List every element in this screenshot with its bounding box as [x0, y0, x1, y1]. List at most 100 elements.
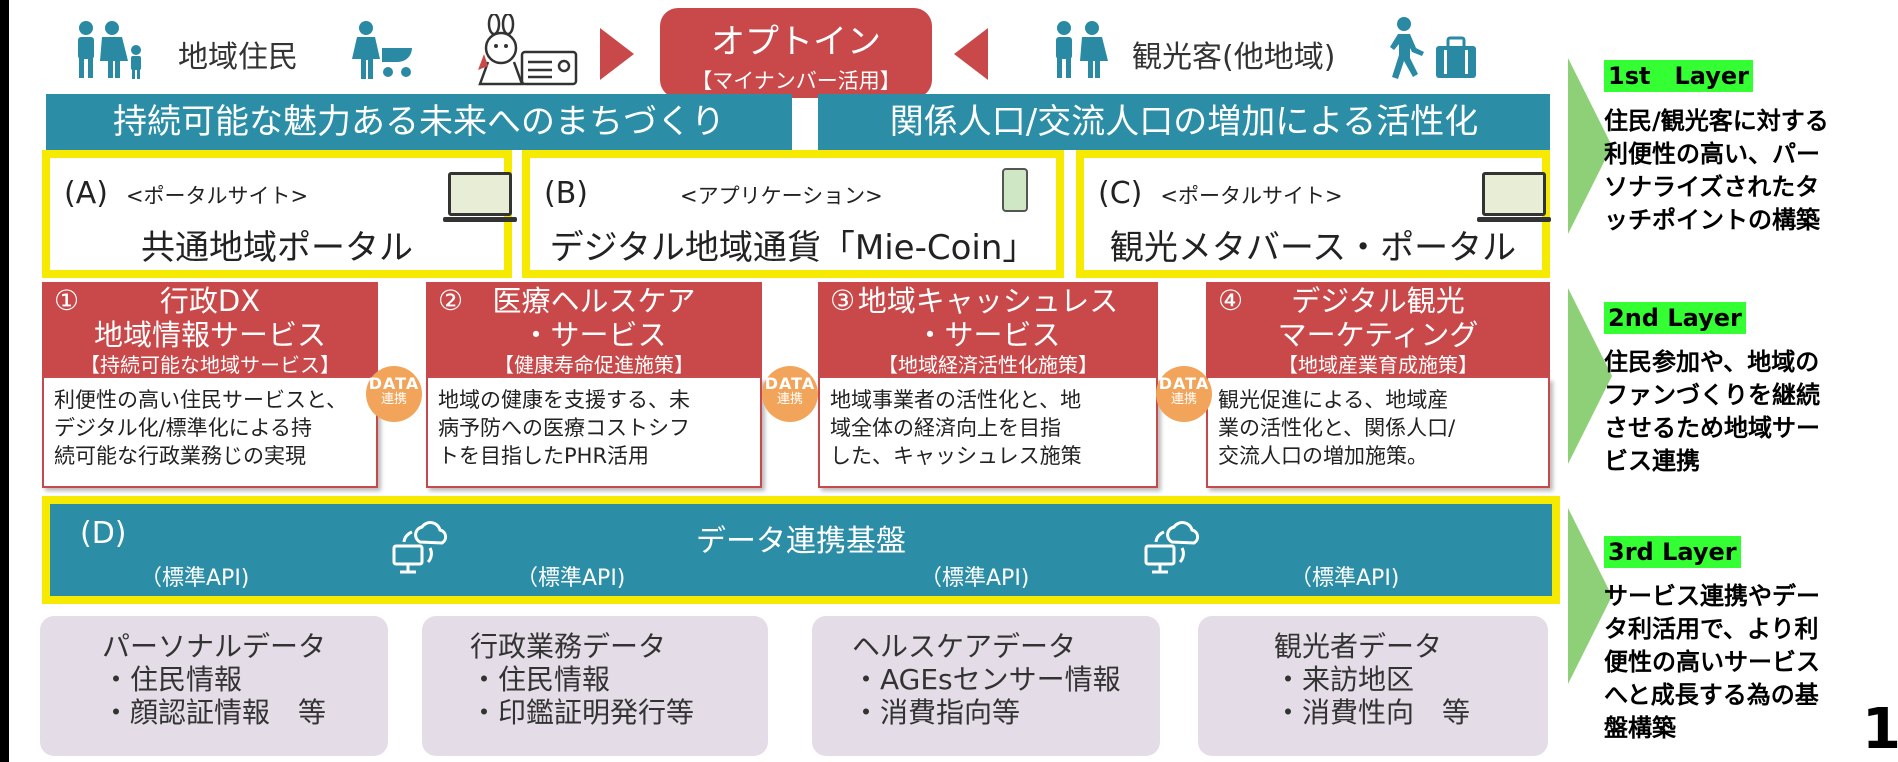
service-1-num: ①: [54, 284, 80, 317]
layer-2-tag: 2nd Layer: [1604, 302, 1746, 334]
layer-3: 3rd Layer サービス連携やデー タ利活用で、より利 便性の高いサービス …: [1604, 536, 1894, 745]
laptop-icon: [443, 172, 517, 222]
portal-c: (C) <ポータルサイト> 観光メタバース・ポータル: [1076, 150, 1551, 278]
data-card-item: ・印鑑証明発行等: [470, 696, 695, 729]
desc-line: 利便性の高い住民サービスと、: [54, 388, 348, 412]
layer-line: ファンづくりを継続: [1604, 381, 1820, 409]
service-2-num: ②: [438, 284, 464, 317]
parent-stroller-icon: [352, 21, 412, 79]
residents-label: 地域住民: [178, 40, 298, 75]
desc-line: 域全体の経済向上を目指: [830, 416, 1061, 440]
service-4-policy: 【地域産業育成施策】: [1278, 353, 1478, 377]
portal-c-id: (C): [1098, 176, 1143, 211]
layer-line: タ利活用で、より利: [1604, 615, 1819, 643]
desc-line: 交流人口の増加施策。: [1218, 444, 1428, 468]
desc-line: トを目指したPHR活用: [438, 444, 650, 468]
service-2: ② 医療ヘルスケア ・サービス 【健康寿命促進施策】 地域の健康を支援する、未 …: [426, 282, 762, 488]
portal-a-id: (A): [64, 176, 108, 211]
api-label: （標準API): [1290, 566, 1400, 591]
desc-line: 観光促進による、地域産: [1218, 388, 1449, 412]
banner-right: 関係人口/交流人口の増加による活性化: [818, 94, 1550, 150]
portal-b: (B)<アプリケーション> デジタル地域通貨「Mie-Coin」: [522, 150, 1064, 278]
layer-line: ソナライズされたタ: [1604, 173, 1820, 201]
layer-3-tag: 3rd Layer: [1604, 536, 1741, 568]
desc-line: した、キャッシュレス施策: [830, 444, 1082, 468]
data-badge-bottom: 連携: [776, 392, 803, 407]
portal-c-kind: <ポータルサイト>: [1160, 184, 1343, 208]
desc-line: 地域事業者の活性化と、地: [830, 388, 1082, 412]
layer-line: させるため地域サー: [1604, 414, 1820, 442]
page-number: 1: [1862, 697, 1898, 762]
optin-subtitle: 【マイナンバー活用】: [691, 69, 901, 93]
data-card-admin: 行政業務データ ・住民情報 ・印鑑証明発行等: [422, 616, 768, 756]
optin-box: オプトイン 【マイナンバー活用】: [660, 8, 932, 98]
service-3-line1: 地域キャッシュレス: [857, 284, 1119, 318]
data-badge-bottom: 連携: [1170, 392, 1197, 407]
platform-title: データ連携基盤: [696, 524, 906, 559]
layer-line: 住民/観光客に対する: [1604, 107, 1829, 135]
data-card-item: ・AGEsセンサー情報: [852, 663, 1121, 696]
portal-a-tag: (A)<ポータルサイト>: [64, 176, 308, 211]
portal-a: (A)<ポータルサイト> 共通地域ポータル: [42, 150, 517, 278]
desc-line: デジタル化/標準化による持: [54, 416, 313, 440]
service-1-line1: 行政DX: [159, 284, 261, 318]
service-4-head: ④ デジタル観光 マーケティング 【地域産業育成施策】: [1206, 282, 1550, 378]
service-2-head: ② 医療ヘルスケア ・サービス 【健康寿命促進施策】: [426, 282, 762, 378]
arrow-left-icon: [954, 28, 988, 80]
data-card-item: ・顔認証情報 等: [102, 696, 327, 729]
layer-1: 1st Layer 住民/観光客に対する 利便性の高い、パー ソナライズされたタ…: [1604, 56, 1894, 237]
service-4: ④ デジタル観光 マーケティング 【地域産業育成施策】 観光促進による、地域産 …: [1206, 282, 1550, 488]
data-platform: (D) データ連携基盤 （標準API) （標準API) （標準API) （標準A…: [42, 496, 1560, 604]
cloud-computer-icon: [392, 521, 448, 574]
service-3-line2: ・サービス: [915, 318, 1061, 352]
service-4-line1: デジタル観光: [1291, 284, 1465, 318]
service-3-policy: 【地域経済活性化施策】: [878, 353, 1098, 377]
couple-icon: [1056, 21, 1108, 78]
api-label: （標準API): [140, 566, 250, 591]
traveler-luggage-icon: [1390, 17, 1476, 79]
service-2-line2: ・サービス: [521, 318, 667, 352]
layer-line: へと成長する為の基: [1604, 681, 1819, 709]
portal-c-tag: (C) <ポータルサイト>: [1098, 176, 1343, 211]
layer-line: 便性の高いサービス: [1604, 648, 1820, 676]
service-4-line2: マーケティング: [1277, 318, 1479, 352]
family-icon: [78, 21, 141, 79]
service-3-desc: 地域事業者の活性化と、地 域全体の経済向上を目指 した、キャッシュレス施策: [818, 378, 1158, 488]
layer-line: 住民参加や、地域の: [1604, 348, 1820, 376]
layer-line: サービス連携やデー: [1604, 582, 1820, 610]
platform-id: (D): [80, 516, 127, 551]
mascot-card-icon: [478, 14, 578, 86]
service-1: ① 行政DX 地域情報サービス 【持続可能な地域サービス】 利便性の高い住民サー…: [42, 282, 378, 488]
desc-line: 業の活性化と、関係人口/: [1218, 416, 1456, 440]
data-badge-top: DATA: [764, 374, 816, 393]
portal-a-name: 共通地域ポータル: [141, 228, 413, 268]
service-4-desc: 観光促進による、地域産 業の活性化と、関係人口/ 交流人口の増加施策。: [1206, 378, 1550, 488]
portal-b-id: (B): [544, 176, 588, 211]
tourists-label: 観光客(他地域): [1132, 40, 1336, 75]
left-border: [0, 0, 9, 762]
service-3-head: ③ 地域キャッシュレス ・サービス 【地域経済活性化施策】: [818, 282, 1158, 378]
api-label: （標準API): [516, 566, 626, 591]
portal-c-name: 観光メタバース・ポータル: [1109, 228, 1517, 268]
service-1-head: ① 行政DX 地域情報サービス 【持続可能な地域サービス】: [42, 282, 378, 378]
data-card-personal: パーソナルデータ ・住民情報 ・顔認証情報 等: [40, 616, 388, 756]
layer-line: 利便性の高い、パー: [1604, 140, 1820, 168]
layer-1-tag: 1st Layer: [1604, 60, 1753, 92]
service-1-policy: 【持続可能な地域サービス】: [80, 353, 340, 377]
service-2-desc: 地域の健康を支援する、未 病予防への医療コストシフ トを目指したPHR活用: [426, 378, 762, 488]
service-2-policy: 【健康寿命促進施策】: [494, 353, 694, 377]
layer-2-text: 住民参加や、地域の ファンづくりを継続 させるため地域サー ビス連携: [1604, 346, 1894, 478]
layer-1-text: 住民/観光客に対する 利便性の高い、パー ソナライズされたタ ッチポイントの構築: [1604, 105, 1894, 237]
smartphone-icon: [1002, 168, 1028, 212]
layer-line: ビス連携: [1604, 447, 1700, 475]
banner-left: 持続可能な魅力ある未来へのまちづくり: [46, 94, 792, 150]
data-card-item: ・消費指向等: [852, 696, 1021, 729]
cloud-computer-icon: [1144, 521, 1200, 574]
data-card-tourist: 観光者データ ・来訪地区 ・消費性向 等: [1198, 616, 1548, 756]
layer-3-text: サービス連携やデー タ利活用で、より利 便性の高いサービス へと成長する為の基 …: [1604, 580, 1894, 745]
data-card-title: ヘルスケアデータ: [852, 630, 1077, 663]
data-card-item: ・消費性向 等: [1274, 696, 1471, 729]
data-card-item: ・来訪地区: [1274, 663, 1415, 696]
